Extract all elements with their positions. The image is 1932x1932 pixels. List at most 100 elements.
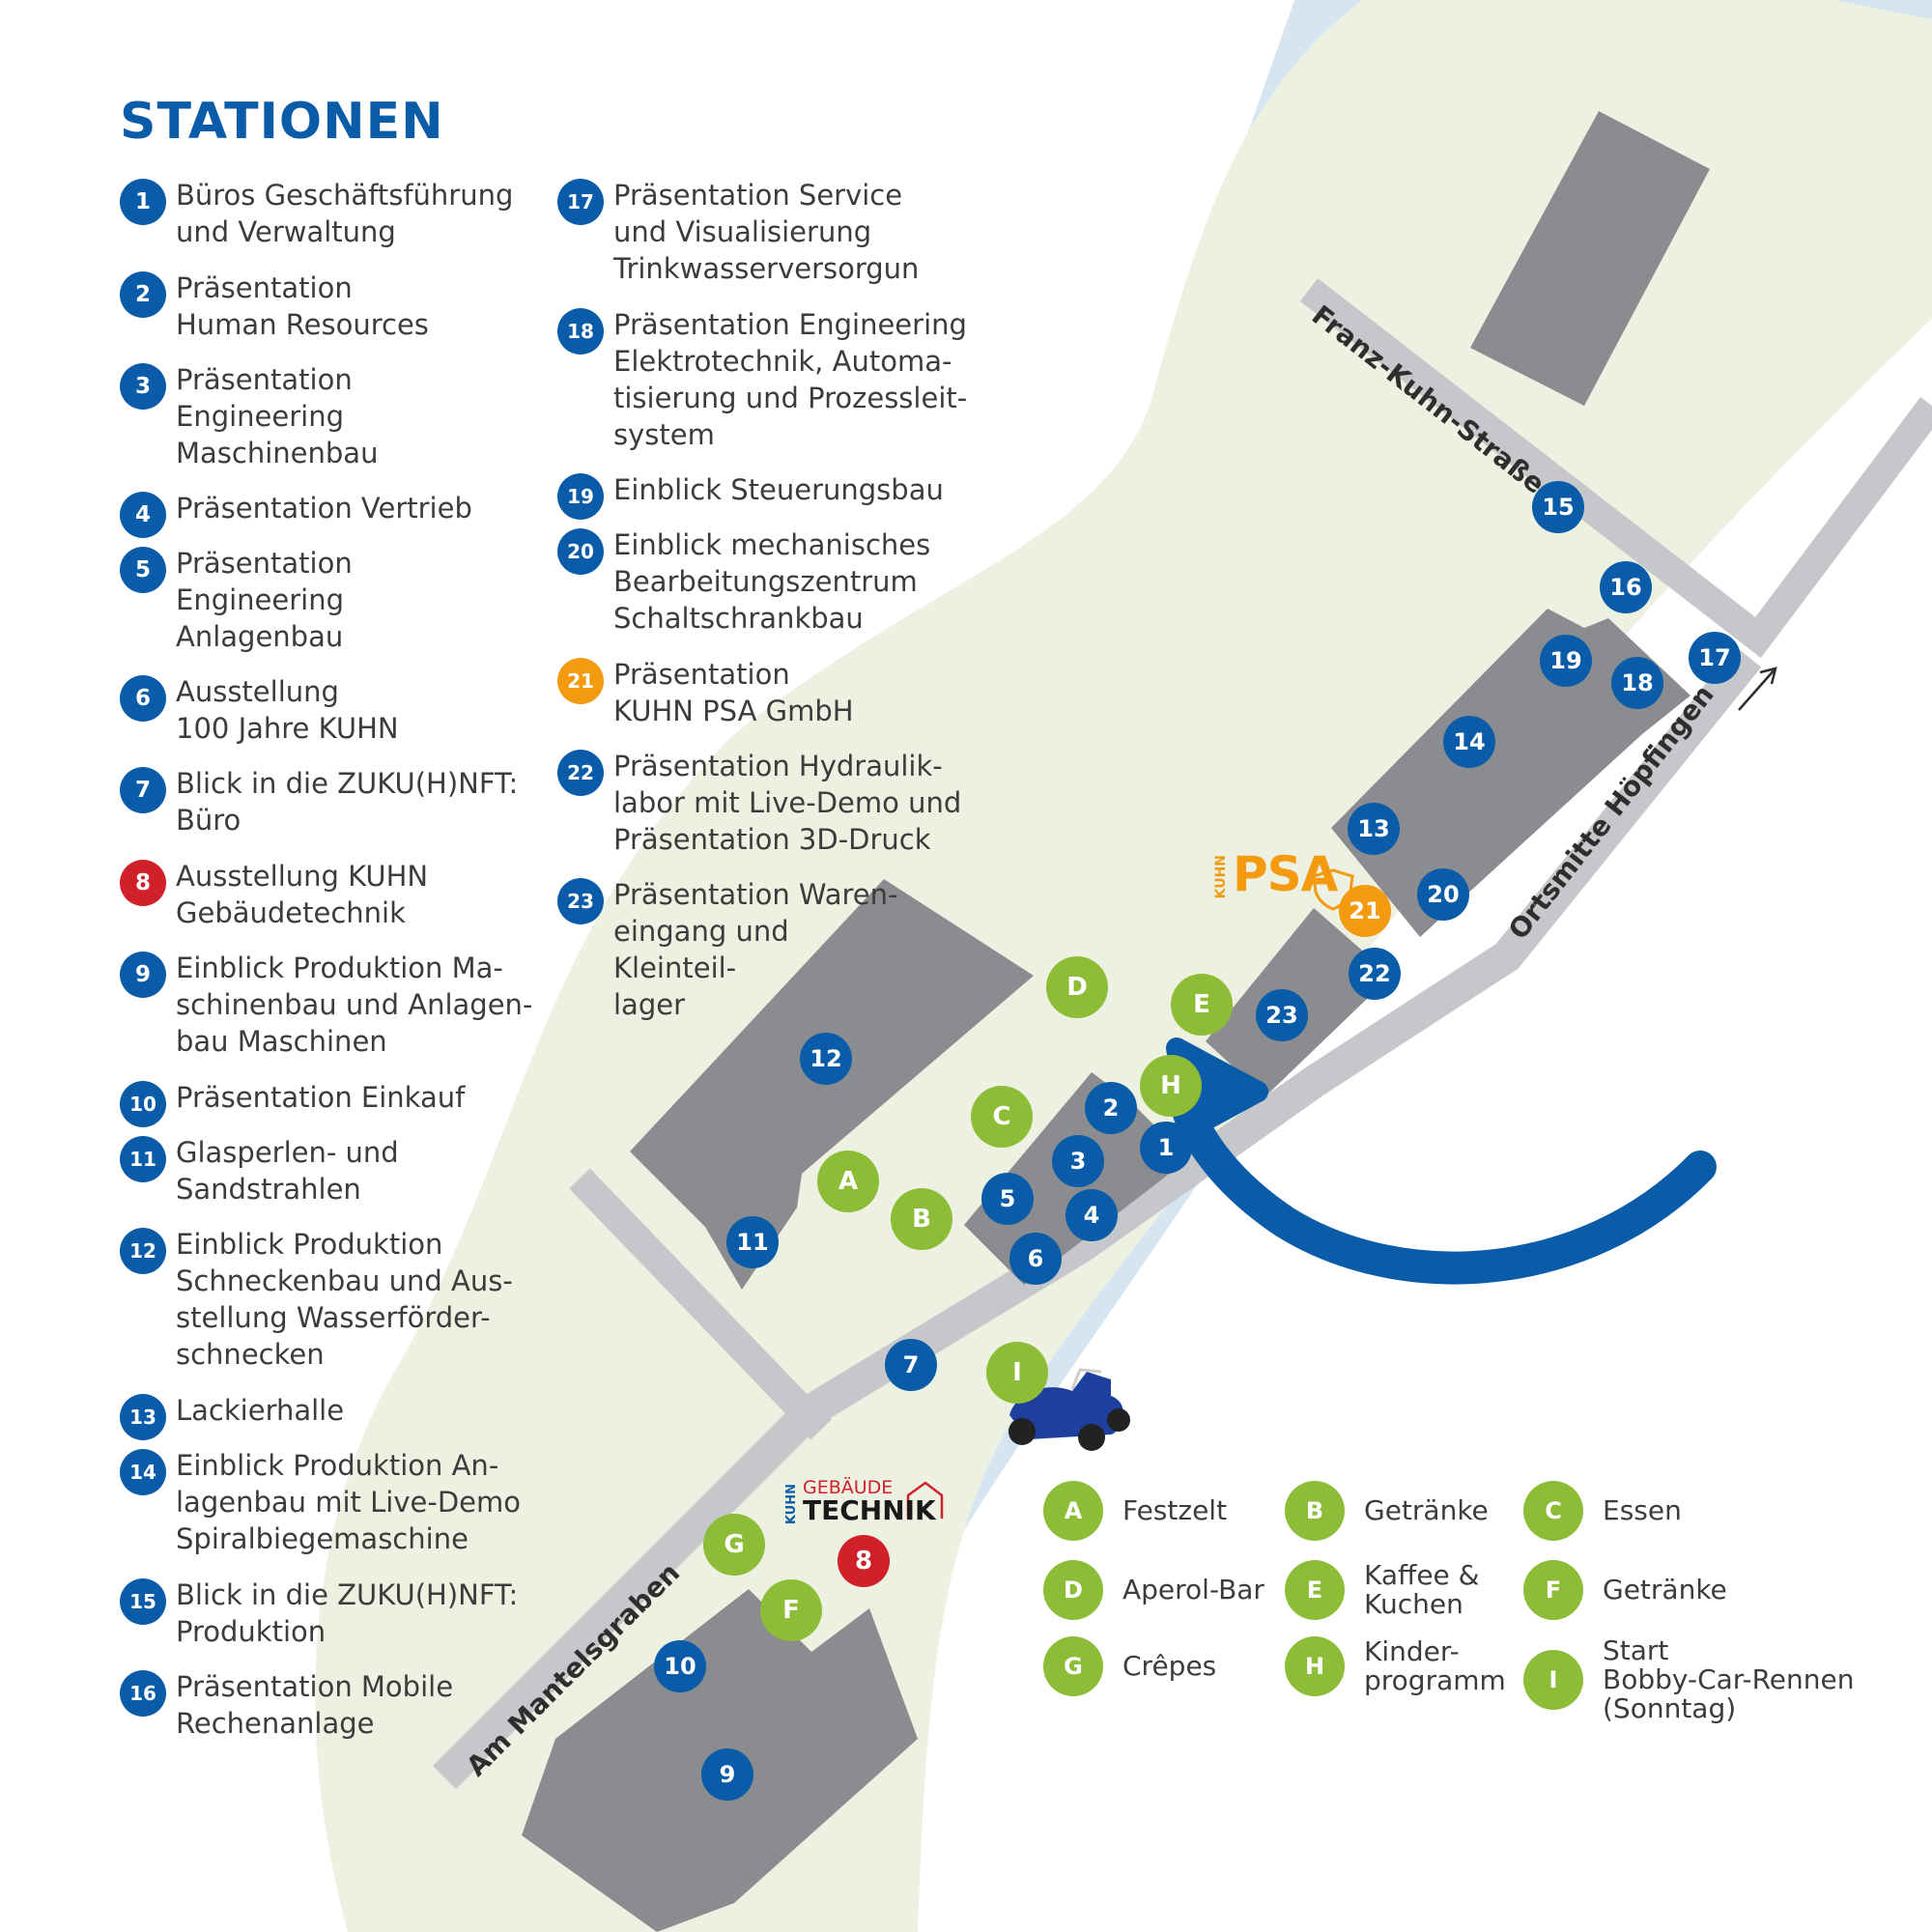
legend-badge: C bbox=[1523, 1481, 1583, 1541]
legend-item: H Kinder- programm bbox=[1285, 1636, 1506, 1696]
station-badge: 2 bbox=[120, 271, 166, 318]
station-item: 17 Präsentation Service und Visualisieru… bbox=[557, 177, 919, 287]
map-pin-14[interactable]: 14 bbox=[1443, 716, 1495, 768]
map-pin-13[interactable]: 13 bbox=[1348, 803, 1400, 855]
building-12 bbox=[630, 879, 1034, 1290]
station-item: 9 Einblick Produktion Ma- schinenbau und… bbox=[120, 950, 532, 1060]
station-label: Präsentation Mobile Rechenanlage bbox=[176, 1670, 454, 1740]
legend-item: D Aperol-Bar bbox=[1043, 1560, 1264, 1620]
map-pin-17[interactable]: 17 bbox=[1689, 632, 1741, 684]
map-pin-19[interactable]: 19 bbox=[1540, 635, 1592, 687]
station-item: 13 Lackierhalle bbox=[120, 1392, 344, 1440]
station-label: Einblick Steuerungsbau bbox=[613, 473, 944, 506]
station-label: Präsentation Waren- eingang und Kleintei… bbox=[613, 878, 898, 1021]
map-pin-15[interactable]: 15 bbox=[1532, 481, 1584, 533]
station-badge: 13 bbox=[120, 1394, 166, 1440]
map-pin-E[interactable]: E bbox=[1171, 974, 1233, 1036]
station-label: Präsentation Engineering Maschinenbau bbox=[176, 363, 379, 469]
legend-label: Aperol-Bar bbox=[1122, 1574, 1264, 1605]
station-label: Glasperlen- und Sandstrahlen bbox=[176, 1136, 399, 1206]
map-pin-6[interactable]: 6 bbox=[1009, 1233, 1062, 1285]
legend-item: F Getränke bbox=[1523, 1560, 1727, 1620]
legend-badge: E bbox=[1285, 1560, 1345, 1620]
station-label: Präsentation KUHN PSA GmbH bbox=[613, 658, 854, 727]
map-pin-9[interactable]: 9 bbox=[701, 1748, 753, 1801]
legend-badge: B bbox=[1285, 1481, 1345, 1541]
station-label: Einblick Produktion An- lagenbau mit Liv… bbox=[176, 1449, 521, 1555]
station-badge: 19 bbox=[557, 473, 604, 520]
station-badge: 7 bbox=[120, 767, 166, 813]
legend-label: Kinder- programm bbox=[1364, 1635, 1506, 1696]
map-pin-D[interactable]: D bbox=[1046, 956, 1108, 1018]
legend-badge: H bbox=[1285, 1636, 1345, 1696]
map-pin-10[interactable]: 10 bbox=[654, 1640, 706, 1692]
map-pin-4[interactable]: 4 bbox=[1065, 1189, 1118, 1241]
station-item: 14 Einblick Produktion An- lagenbau mit … bbox=[120, 1447, 521, 1557]
legend-label: Getränke bbox=[1364, 1494, 1489, 1526]
map-pin-7[interactable]: 7 bbox=[885, 1339, 937, 1391]
legend-badge: F bbox=[1523, 1560, 1583, 1620]
legend-item: G Crêpes bbox=[1043, 1636, 1216, 1696]
station-label: Einblick Produktion Ma- schinenbau und A… bbox=[176, 952, 533, 1058]
map-pin-21[interactable]: 21 bbox=[1339, 885, 1391, 937]
map-pin-G[interactable]: G bbox=[703, 1514, 765, 1576]
map-pin-12[interactable]: 12 bbox=[800, 1033, 852, 1085]
kuhn-gebaeudetechnik-logo: KUHN GEBÄUDE TECHNIK bbox=[784, 1477, 936, 1526]
station-item: 21 Präsentation KUHN PSA GmbH bbox=[557, 656, 854, 729]
station-label: Präsentation Einkauf bbox=[176, 1081, 466, 1114]
station-label: Präsentation Service und Visualisierung … bbox=[613, 179, 920, 285]
station-item: 1 Büros Geschäftsführung und Verwaltung bbox=[120, 177, 513, 250]
station-label: Ausstellung 100 Jahre KUHN bbox=[176, 675, 399, 745]
station-label: Präsentation Hydraulik- labor mit Live-D… bbox=[613, 750, 962, 856]
station-item: 6 Ausstellung 100 Jahre KUHN bbox=[120, 673, 399, 747]
legend-label: Start Bobby-Car-Rennen (Sonntag) bbox=[1603, 1634, 1855, 1724]
station-badge: 14 bbox=[120, 1449, 166, 1495]
station-item: 18 Präsentation Engineering Elektrotechn… bbox=[557, 306, 967, 453]
station-label: Einblick Produktion Schneckenbau und Aus… bbox=[176, 1228, 513, 1371]
map-pin-11[interactable]: 11 bbox=[726, 1216, 779, 1268]
station-label: Präsentation Vertrieb bbox=[176, 492, 472, 525]
station-badge: 6 bbox=[120, 675, 166, 722]
direction-arrow-icon bbox=[1738, 667, 1777, 711]
legend-item: E Kaffee & Kuchen bbox=[1285, 1560, 1480, 1620]
station-badge: 15 bbox=[120, 1578, 166, 1625]
station-item: 22 Präsentation Hydraulik- labor mit Liv… bbox=[557, 748, 961, 858]
map-pin-H[interactable]: H bbox=[1140, 1055, 1202, 1117]
map-pin-I[interactable]: I bbox=[986, 1342, 1048, 1404]
map-pin-F[interactable]: F bbox=[760, 1579, 822, 1641]
map-pin-1[interactable]: 1 bbox=[1140, 1122, 1192, 1174]
map-pin-20[interactable]: 20 bbox=[1417, 868, 1469, 921]
map-pin-A[interactable]: A bbox=[817, 1151, 879, 1212]
road-main bbox=[432, 646, 1762, 1790]
station-badge: 3 bbox=[120, 363, 166, 410]
road-side bbox=[569, 1168, 832, 1440]
map-pin-3[interactable]: 3 bbox=[1052, 1135, 1104, 1187]
land-area bbox=[315, 0, 1932, 1932]
kuhn-psa-logo: KUHN PSA bbox=[1213, 846, 1338, 902]
station-badge: 4 bbox=[120, 492, 166, 538]
page-title: STATIONEN bbox=[120, 93, 444, 151]
map-pin-C[interactable]: C bbox=[971, 1086, 1033, 1148]
map-pin-16[interactable]: 16 bbox=[1600, 561, 1652, 613]
station-item: 8 Ausstellung KUHN Gebäudetechnik bbox=[120, 858, 428, 931]
station-item: 2 Präsentation Human Resources bbox=[120, 270, 429, 343]
map-pin-22[interactable]: 22 bbox=[1349, 948, 1401, 1000]
station-label: Präsentation Human Resources bbox=[176, 271, 429, 341]
station-item: 3 Präsentation Engineering Maschinenbau bbox=[120, 361, 378, 471]
map-pin-5[interactable]: 5 bbox=[981, 1173, 1034, 1225]
arrow-icon bbox=[1166, 1037, 1717, 1285]
station-badge: 23 bbox=[557, 878, 604, 924]
map-pin-23[interactable]: 23 bbox=[1256, 989, 1308, 1041]
station-item: 19 Einblick Steuerungsbau bbox=[557, 471, 944, 520]
map-pin-18[interactable]: 18 bbox=[1611, 657, 1663, 709]
legend-item: C Essen bbox=[1523, 1481, 1682, 1541]
map-pin-B[interactable]: B bbox=[891, 1188, 952, 1250]
legend-badge: A bbox=[1043, 1481, 1103, 1541]
station-label: Einblick mechanisches Bearbeitungszentru… bbox=[613, 528, 931, 635]
station-badge: 22 bbox=[557, 750, 604, 796]
bobby-car-icon bbox=[1009, 1368, 1130, 1451]
legend-badge: D bbox=[1043, 1560, 1103, 1620]
map-pin-2[interactable]: 2 bbox=[1085, 1082, 1137, 1134]
station-item: 15 Blick in die ZUKU(H)NFT: Produktion bbox=[120, 1577, 518, 1650]
map-pin-8[interactable]: 8 bbox=[838, 1535, 890, 1587]
